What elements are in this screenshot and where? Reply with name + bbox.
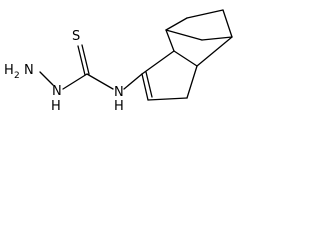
- bond-nh-ring: [123, 73, 143, 90]
- hydrazine-n-inner-label: N: [52, 84, 62, 99]
- bond-c-s-double-b: [81, 44, 90, 75]
- bond-nh-nh2: [39, 71, 54, 86]
- bond-cage-c6-c7: [165, 17, 188, 31]
- bond-cage-c9-c5: [196, 36, 233, 67]
- bond-cage-c6-c10: [165, 29, 203, 41]
- bond-cage-c7-c8: [186, 9, 224, 19]
- molecule-structure: S H 2 N N H N H: [4, 9, 233, 114]
- bond-ring-c5-c1: [173, 50, 198, 67]
- hydrazine-h2-label: H: [4, 63, 14, 78]
- hydrazine-nh-h-label: H: [51, 99, 61, 114]
- hydrazine-h2-subscript: 2: [14, 71, 20, 81]
- bond-ring-c1-c2: [141, 50, 175, 75]
- bond-c-nh-hydrazine: [62, 73, 88, 90]
- bond-ring-c2-c3-double-b: [145, 71, 153, 98]
- bond-ring-c4-c5: [186, 65, 198, 99]
- bond-cage-c8-c9: [222, 9, 233, 38]
- bond-c-s-double-a: [77, 45, 86, 76]
- bond-c-nh-amide: [86, 73, 114, 90]
- sulfur-label: S: [72, 29, 80, 44]
- bond-ring-c2-c3-double-a: [141, 73, 149, 101]
- bond-cage-c10-c9: [201, 36, 233, 41]
- bond-cage-c1-c6: [165, 29, 175, 52]
- bond-ring-c3-c4: [147, 97, 188, 101]
- amide-n-label: N: [114, 85, 124, 100]
- amide-h-label: H: [114, 99, 124, 114]
- hydrazine-n-terminal-label: N: [24, 63, 34, 78]
